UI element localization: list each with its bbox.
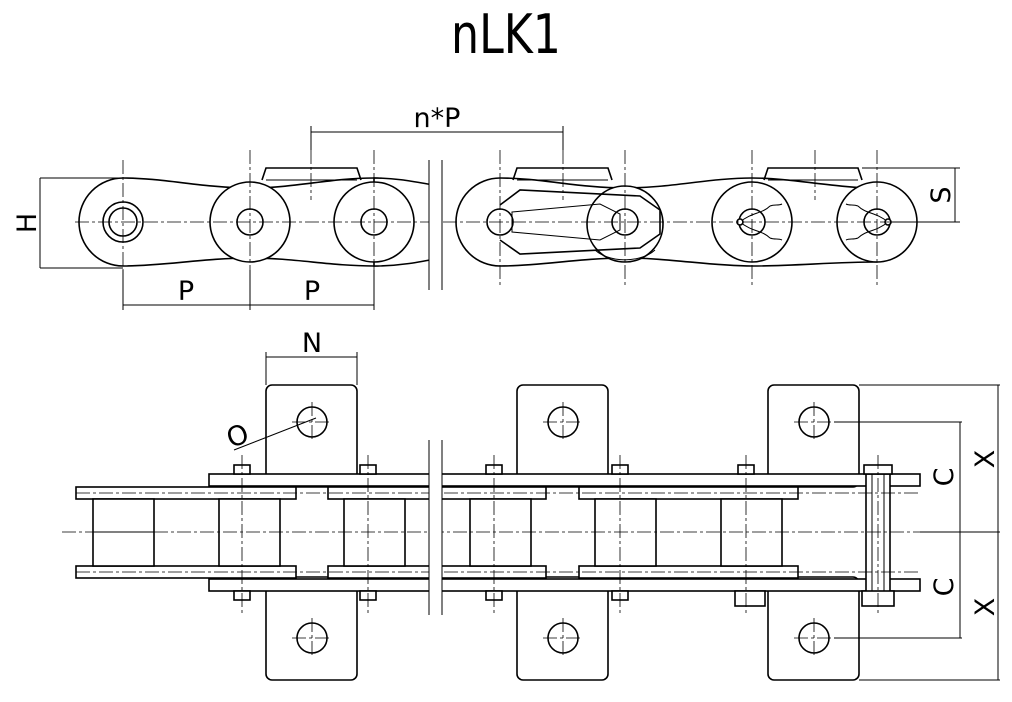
roller [218,498,281,567]
attachment-tab [512,167,613,181]
break-gap [429,160,442,290]
roller [343,498,406,567]
dim-label-n-p: n*P [414,103,461,134]
dim-label-p-left: P [178,276,194,307]
dim-label-n: N [302,328,322,359]
outer-plate [208,473,921,487]
dim-label-o: O [223,418,254,454]
side-view: n*P H S P P [12,103,960,310]
attachment-tab [261,167,362,181]
dim-label-c-top: C [929,468,960,487]
roller [594,498,657,567]
cotter-pin [845,203,889,241]
dim-label-p-right: P [304,276,320,307]
dim-label-h: H [12,213,43,233]
cotter-pin [739,203,783,241]
roller [469,498,532,567]
plan-view: N O C C X X [62,328,1001,681]
outer-plate [208,578,921,592]
dim-label-x-top: X [970,450,1001,469]
diagram-title: nLK1 [451,3,561,66]
dim-label-c-bottom: C [929,578,960,597]
attachment-tab [763,167,863,181]
dim-label-x-bottom: X [970,598,1001,617]
break-gap [429,440,442,615]
roller [720,498,783,567]
dim-label-s: S [926,186,957,203]
dim-leader-o [233,417,317,451]
attachment-holes [292,402,834,658]
spring-clip-inner [511,203,621,241]
